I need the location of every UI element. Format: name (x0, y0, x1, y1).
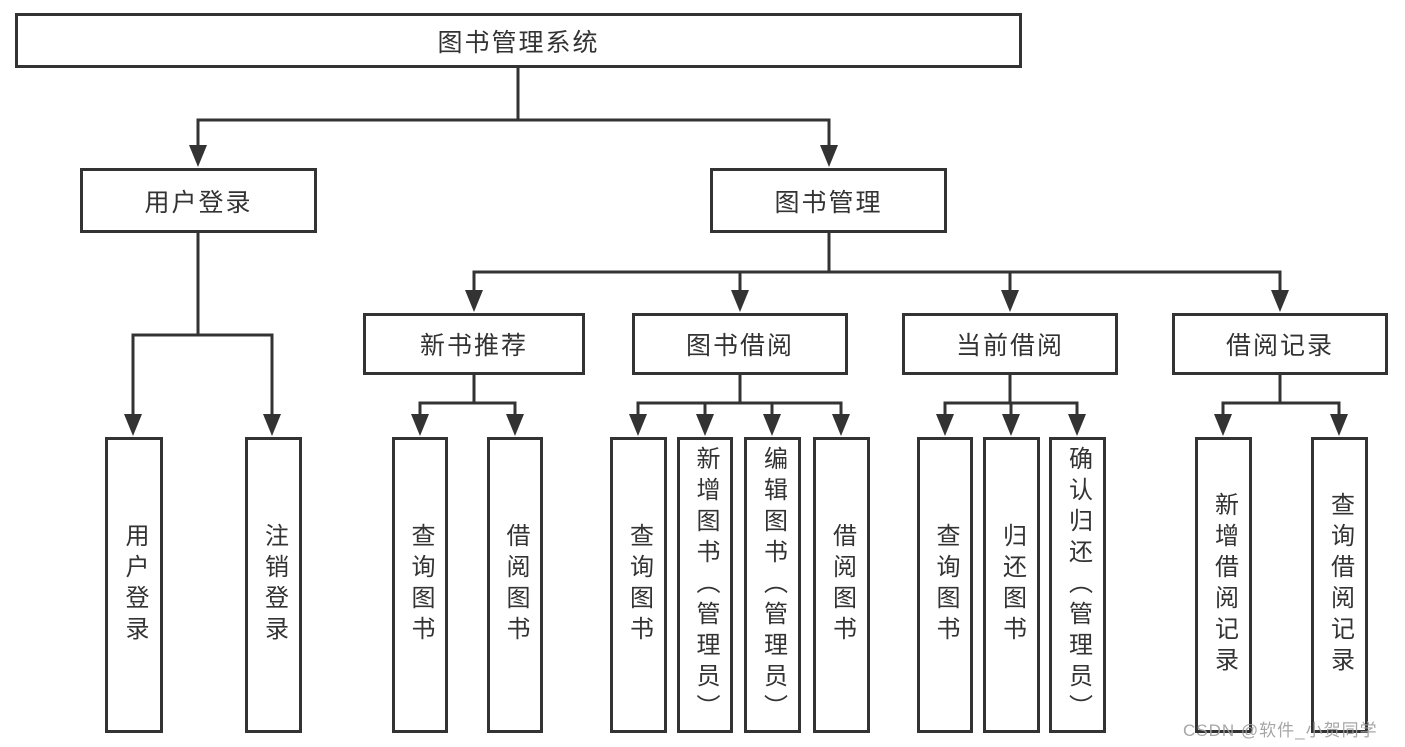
node-label: 图书借阅 (685, 332, 794, 360)
node-label: 用户登录 (121, 523, 148, 647)
leaf-add-book-admin: 新增图书（管理员） (677, 437, 733, 733)
node-label: 归还图书 (998, 523, 1026, 647)
node-current-borrowing: 当前借阅 (902, 313, 1118, 375)
node-label: 编辑图书（管理员） (759, 445, 787, 725)
csdn-watermark: CSDN @软件_小贺同学 (1183, 721, 1378, 740)
node-label: 查询图书 (932, 523, 959, 647)
node-label: 确认归还（管理员） (1064, 445, 1092, 725)
node-borrowing-records: 借阅记录 (1172, 313, 1388, 375)
node-label: 借阅图书 (828, 523, 856, 647)
node-label: 用户登录 (144, 188, 253, 217)
node-new-book-recommend: 新书推荐 (363, 313, 585, 375)
leaf-borrow-books-borrowing: 借阅图书 (813, 437, 870, 733)
leaf-query-books-recommend: 查询图书 (392, 437, 448, 733)
node-label: 借阅记录 (1225, 332, 1334, 360)
leaf-confirm-return-admin: 确认归还（管理员） (1049, 437, 1106, 733)
node-label: 查询借阅记录 (1326, 492, 1354, 678)
leaf-query-books-current: 查询图书 (917, 437, 973, 733)
leaf-borrow-books-recommend: 借阅图书 (487, 437, 543, 733)
leaf-user-login: 用户登录 (105, 437, 163, 733)
node-user-login: 用户登录 (80, 168, 317, 233)
node-label: 查询图书 (407, 523, 434, 647)
node-label: 图书管理 (774, 188, 883, 217)
node-label: 新书推荐 (419, 332, 528, 360)
node-label: 借阅图书 (502, 523, 529, 647)
node-label: 新增借阅记录 (1210, 492, 1238, 678)
leaf-query-borrow-record: 查询借阅记录 (1311, 437, 1368, 733)
node-label: 查询图书 (625, 523, 653, 647)
node-label: 新增图书（管理员） (692, 445, 719, 725)
leaf-return-books: 归还图书 (983, 437, 1040, 733)
node-label: 注销登录 (260, 523, 288, 647)
node-label: 当前借阅 (955, 332, 1064, 360)
node-library-system: 图书管理系统 (15, 13, 1022, 68)
leaf-query-books-borrowing: 查询图书 (610, 437, 667, 733)
node-book-borrowing: 图书借阅 (632, 313, 848, 375)
leaf-add-borrow-record: 新增借阅记录 (1195, 437, 1252, 733)
node-book-management: 图书管理 (710, 168, 947, 233)
leaf-edit-book-admin: 编辑图书（管理员） (744, 437, 801, 733)
leaf-logout: 注销登录 (245, 437, 302, 733)
node-label: 图书管理系统 (437, 28, 600, 57)
